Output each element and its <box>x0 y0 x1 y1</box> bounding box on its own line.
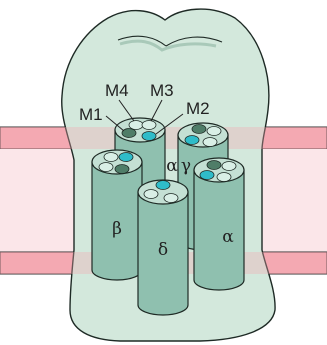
cylinder-body <box>194 170 244 290</box>
helix <box>99 163 113 172</box>
helix-m2 <box>142 132 156 141</box>
helix <box>164 194 178 203</box>
helix <box>217 173 231 182</box>
subunit-label-alpha-front: α <box>222 227 234 247</box>
helix <box>207 161 221 170</box>
helix-m3 <box>142 121 156 130</box>
label-m1: M1 <box>79 105 103 124</box>
helix <box>119 153 133 162</box>
helix <box>207 127 221 136</box>
helix <box>156 181 170 190</box>
helix <box>115 165 129 174</box>
subunit-alpha-front <box>194 158 244 290</box>
helix-m4 <box>129 121 143 130</box>
subunit-label-gamma: γ <box>181 156 191 176</box>
label-m2: M2 <box>186 99 210 118</box>
helix-m1 <box>122 129 136 138</box>
subunit-label-delta: δ <box>158 240 168 260</box>
subunit-label-alpha-back: α <box>166 156 178 176</box>
helix <box>185 136 199 145</box>
helix <box>192 125 206 134</box>
label-m3: M3 <box>150 81 174 100</box>
subunit-beta <box>92 150 142 280</box>
helix <box>104 153 118 162</box>
label-m4: M4 <box>105 81 129 100</box>
helix <box>144 190 158 199</box>
helix <box>222 162 236 171</box>
subunit-label-beta: β <box>112 219 122 239</box>
helix <box>203 138 217 147</box>
helix <box>200 171 214 180</box>
